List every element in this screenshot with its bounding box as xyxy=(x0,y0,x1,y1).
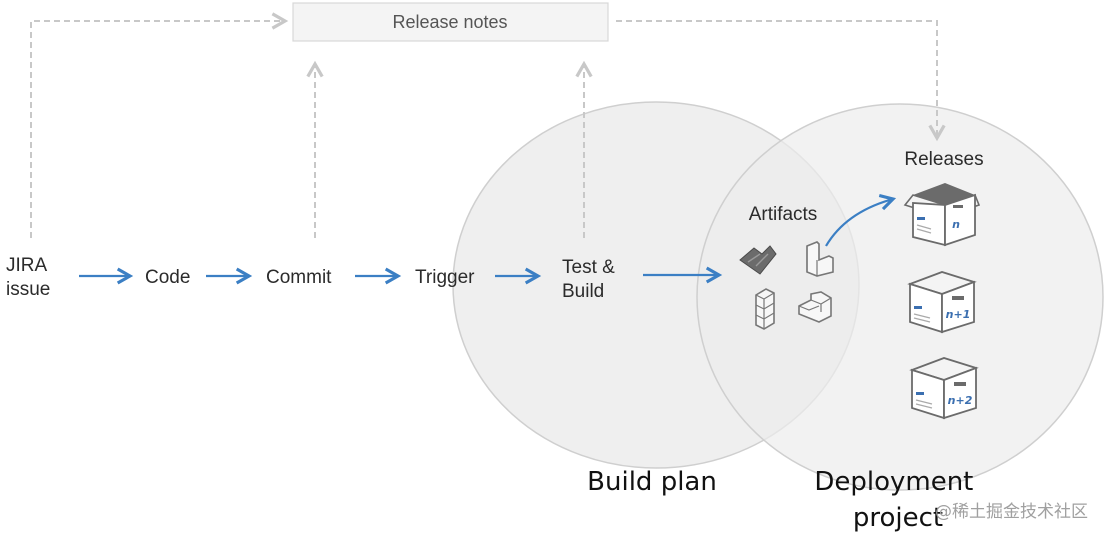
releases-label: Releases xyxy=(904,149,983,170)
release-notes-label: Release notes xyxy=(392,12,507,32)
commit-label: Commit xyxy=(266,267,332,288)
release-box-n-plus-2-icon xyxy=(909,357,979,420)
release-box-n-icon xyxy=(903,183,981,247)
release-box-n-tag: n xyxy=(952,218,960,231)
trigger-label: Trigger xyxy=(415,267,475,288)
artifact-tower-icon xyxy=(755,288,775,330)
artifact-l-block-icon xyxy=(806,241,834,277)
dashed-notes-to-releases xyxy=(616,20,946,142)
code-label: Code xyxy=(145,267,190,288)
build-plan-label: Build plan xyxy=(587,467,717,497)
artifact-heart-icon xyxy=(739,245,777,275)
arrow-artifacts-to-releases xyxy=(825,193,897,247)
release-box-n-plus-1-tag: n+1 xyxy=(946,308,971,321)
artifacts-label: Artifacts xyxy=(749,204,818,225)
release-box-n-plus-1-icon xyxy=(907,271,977,334)
deployment-project-circle xyxy=(696,103,1104,491)
release-box-n-plus-2-tag: n+2 xyxy=(948,394,973,407)
watermark: @稀土掘金技术社区 xyxy=(935,502,1088,522)
test-build-label: Test & Build xyxy=(562,257,620,302)
jira-issue-label: JIRA issue xyxy=(6,255,51,300)
artifact-step-block-icon xyxy=(798,291,832,323)
deployment-project-label: Deployment project xyxy=(814,467,981,533)
release-notes-box xyxy=(292,2,609,42)
dashed-jira-to-notes xyxy=(30,12,289,238)
